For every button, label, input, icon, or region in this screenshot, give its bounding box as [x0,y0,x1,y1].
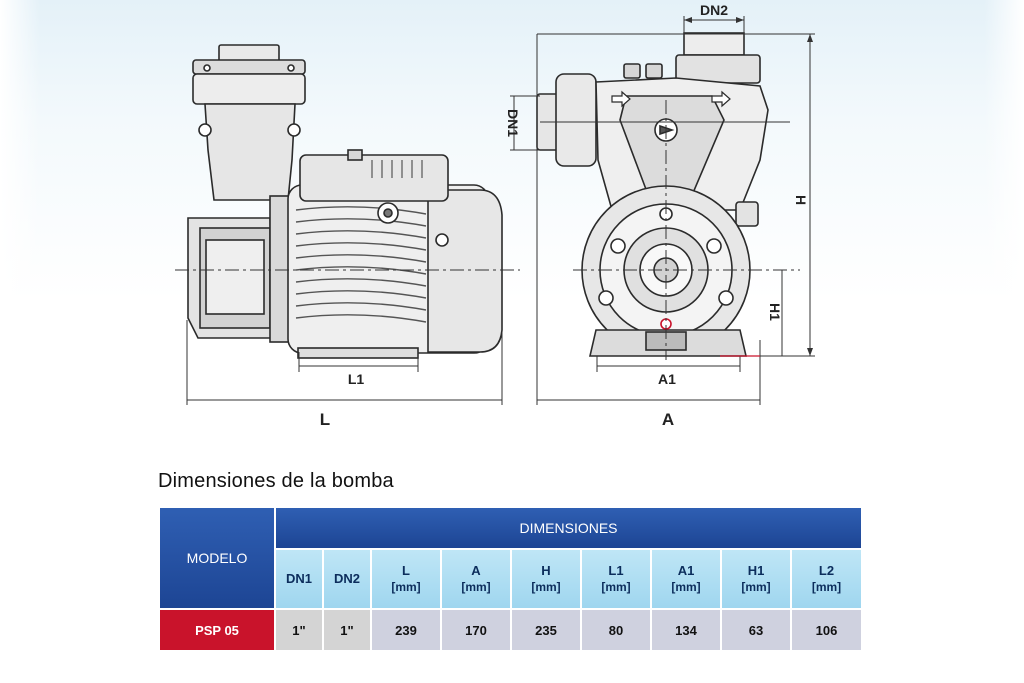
col-header-dn1: DN1 [274,548,324,610]
table-row: PSP 05 1" 1" 239 170 235 80 134 63 106 [158,608,864,652]
pump-technical-drawing: L1 L [175,2,815,429]
value-cell-dn2: 1" [322,608,372,652]
col-header-a1: A1[mm] [650,548,722,610]
value-cell-a1: 134 [650,608,722,652]
model-cell: PSP 05 [158,608,276,652]
section-title: Dimensiones de la bomba [158,470,394,492]
pump-front-view [536,32,769,357]
col-header-l: L[mm] [370,548,442,610]
value-cell-h: 235 [510,608,582,652]
col-header-l2: L2[mm] [789,548,864,610]
col-header-h1: H1[mm] [720,548,792,610]
dim-label-l: L [320,410,330,429]
value-cell-h1: 63 [720,608,792,652]
dim-label-a: A [662,410,674,429]
value-cell-dn1: 1" [274,608,324,652]
dimensions-table: MODELO DIMENSIONES DN1 DN2 L[mm] A[mm] H… [158,506,864,652]
dim-label-dn1: DN1 [505,109,521,137]
dim-label-l1: L1 [348,371,365,387]
dimensions-group-header: DIMENSIONES [273,506,864,550]
dim-label-h1: H1 [767,303,783,321]
dim-label-h: H [793,195,809,205]
column-header-row: DN1 DN2 L[mm] A[mm] H[mm] L1[mm] A1[mm] … [159,548,864,610]
pump-side-view [187,44,503,359]
dim-label-a1: A1 [658,371,676,387]
model-header: MODELO [158,506,276,610]
col-header-l1: L1[mm] [580,548,652,610]
col-header-a: A[mm] [440,548,512,610]
dim-label-dn2: DN2 [700,2,728,18]
value-cell-a: 170 [440,608,512,652]
col-header-h: H[mm] [510,548,582,610]
value-cell-l1: 80 [580,608,652,652]
col-header-dn2: DN2 [322,548,372,610]
value-cell-l: 239 [370,608,442,652]
side-dimension-lines [186,320,503,405]
value-cell-l2: 106 [789,608,864,652]
